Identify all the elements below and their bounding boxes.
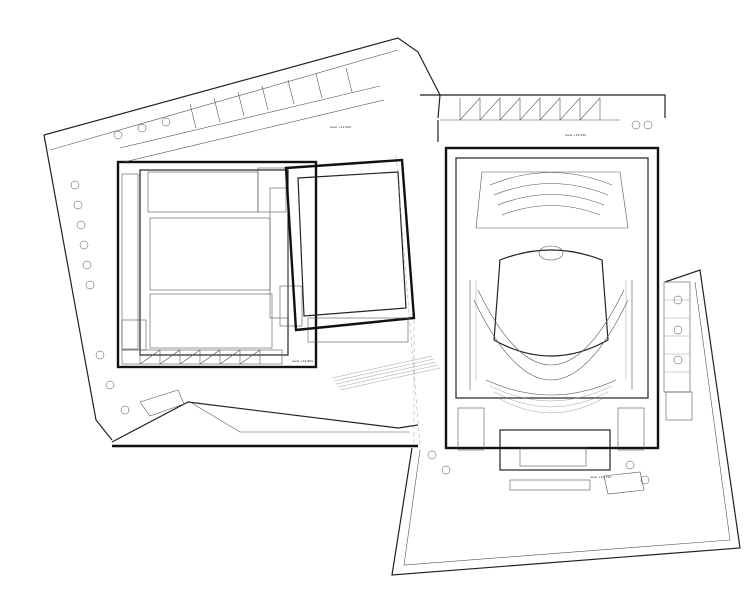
east-south-room [665, 391, 693, 421]
table-icon [673, 355, 683, 365]
west-north-inner-line [49, 49, 399, 151]
west-south-facade [111, 401, 419, 443]
courtyard-inner [297, 171, 407, 317]
orchestra-pit [493, 249, 609, 357]
east-site-inner [403, 281, 731, 566]
north-room-div-3 [237, 91, 245, 117]
east-dressing-rooms [663, 281, 691, 393]
table-icon [76, 220, 86, 230]
table-icon [79, 240, 89, 250]
stage-lift [538, 245, 564, 261]
south-bench [139, 389, 185, 417]
seating-row-2 [473, 299, 629, 381]
auditorium-se-bench [603, 471, 645, 495]
table-icon [85, 280, 95, 290]
north-room-div-6 [315, 73, 323, 99]
north-service-dividers [459, 97, 601, 121]
main-hall-block [116, 160, 318, 369]
label-north-corridor: level +19.500 [330, 125, 351, 129]
foyer [499, 429, 611, 471]
hall-south-room-dividers [139, 349, 261, 365]
north-room-div-2 [213, 97, 221, 123]
hall-south-rooms [121, 349, 283, 365]
table-icon [120, 405, 130, 415]
label-auditorium-terrace: level +19.720 [590, 475, 611, 479]
label-east-corridor: level +19.500 [565, 133, 586, 137]
north-room-div-7 [345, 67, 353, 93]
foyer-bar [519, 447, 587, 467]
auditorium-inner [455, 157, 649, 399]
table-icon [70, 180, 80, 190]
table-icon [82, 260, 92, 270]
stage-arc-2 [493, 183, 609, 196]
courtyard-block [284, 158, 416, 332]
table-icon [640, 475, 650, 485]
courtyard-south-rooms [307, 317, 409, 343]
auditorium-south-bench [509, 479, 591, 491]
north-room-div-4 [261, 85, 269, 111]
south-terrace-line [189, 401, 410, 433]
north-rooms-line-2 [123, 99, 385, 163]
main-hall-inner [139, 169, 289, 356]
sw-stair-core [457, 407, 485, 451]
table-icon [625, 460, 635, 470]
east-north-facade [420, 94, 666, 118]
west-north-facade [43, 37, 441, 136]
hall-stair-south [279, 285, 303, 327]
hall-east-core [269, 187, 289, 319]
se-stair-core [617, 407, 645, 451]
table-icon [113, 130, 123, 140]
south-stair-band [331, 355, 441, 391]
west-building [43, 37, 441, 448]
east-site-outline [391, 269, 741, 576]
hall-lower-room [149, 293, 273, 349]
table-icon [95, 350, 105, 360]
hall-central-room [149, 217, 271, 291]
table-icon [73, 200, 83, 210]
east-building [391, 94, 741, 576]
hall-west-service-strip [121, 173, 139, 350]
table-icon [631, 120, 641, 130]
hall-upper-room [147, 171, 259, 213]
table-icon [137, 123, 147, 133]
table-icon [643, 120, 653, 130]
north-room-div-5 [287, 79, 295, 105]
hall-stair-north [257, 167, 287, 213]
stage-arc-1 [489, 172, 613, 186]
stage-area [475, 171, 629, 229]
connection-axis-2 [395, 154, 421, 446]
seating-row-1 [477, 289, 625, 366]
balcony-front [485, 379, 617, 396]
hall-sw-room [121, 319, 147, 351]
table-icon [673, 295, 683, 305]
table-icon [161, 117, 171, 127]
table-icon [441, 465, 451, 475]
cafe-tables [70, 117, 683, 485]
west-west-facade [43, 134, 113, 441]
stage-arc-3 [497, 194, 605, 206]
table-icon [105, 380, 115, 390]
label-south-terrace: level +19.800 [292, 359, 313, 363]
north-rooms-line [119, 85, 381, 149]
table-icon [673, 325, 683, 335]
table-icon [427, 450, 437, 460]
stage-arc-4 [501, 205, 601, 216]
north-room-div-1 [189, 103, 197, 129]
